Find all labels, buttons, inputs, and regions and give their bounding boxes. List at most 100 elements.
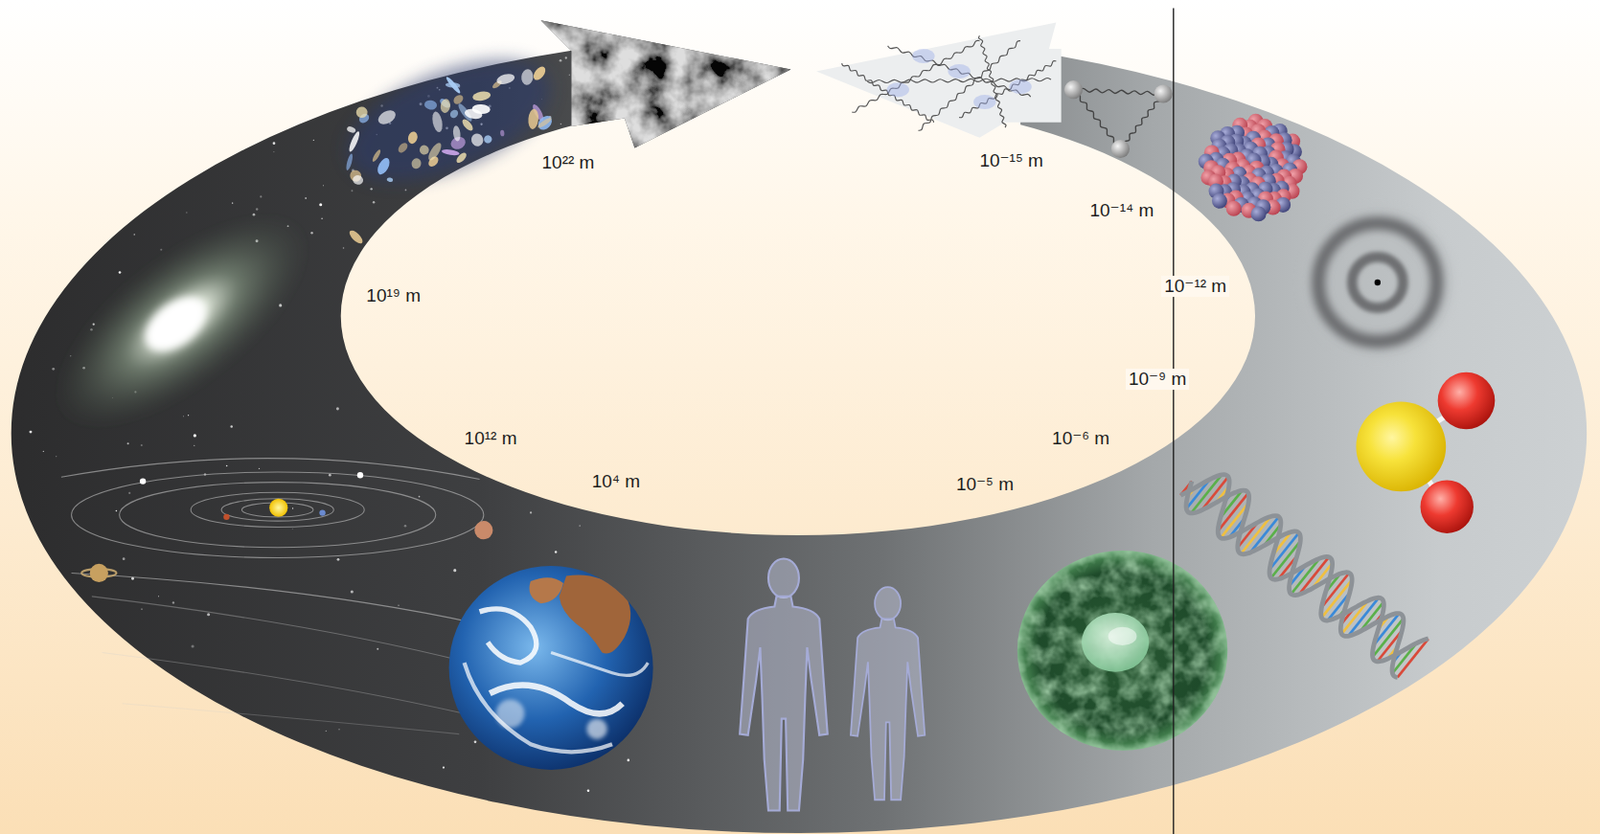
solar-system-part bbox=[102, 652, 465, 714]
nucleon bbox=[1211, 193, 1228, 209]
star bbox=[404, 525, 408, 528]
star bbox=[172, 601, 175, 604]
star bbox=[559, 59, 563, 63]
scale-label: 10²² m bbox=[542, 152, 595, 174]
star bbox=[304, 197, 307, 200]
distant-galaxy bbox=[344, 153, 354, 172]
distant-galaxy bbox=[536, 115, 553, 130]
quark bbox=[1154, 84, 1173, 103]
star bbox=[133, 233, 135, 235]
galaxy-part bbox=[136, 287, 216, 363]
star bbox=[442, 766, 445, 769]
star bbox=[128, 492, 131, 495]
star bbox=[350, 189, 353, 192]
string-blob bbox=[947, 64, 970, 79]
earth bbox=[449, 566, 654, 771]
star bbox=[259, 195, 262, 198]
atom-part bbox=[1374, 279, 1381, 286]
string-blob bbox=[973, 94, 996, 110]
star bbox=[322, 184, 324, 186]
star bbox=[350, 590, 354, 594]
atom-part bbox=[1351, 256, 1403, 308]
earth-part-part bbox=[496, 699, 526, 729]
scale-label: 10⁴ m bbox=[592, 471, 640, 493]
distant-galaxy bbox=[530, 64, 548, 83]
star bbox=[405, 189, 408, 192]
distant-galaxy bbox=[431, 111, 445, 134]
star bbox=[291, 527, 294, 530]
solar-system-part bbox=[71, 572, 480, 624]
star bbox=[560, 123, 563, 126]
distant-galaxy bbox=[375, 107, 398, 127]
distant-galaxy bbox=[495, 71, 516, 86]
distant-galaxy bbox=[452, 125, 461, 142]
star bbox=[255, 207, 258, 210]
gluon-line bbox=[1073, 90, 1120, 150]
human-figures bbox=[739, 559, 925, 812]
star bbox=[554, 550, 557, 553]
human-figures-part bbox=[850, 587, 925, 800]
distant-galaxy bbox=[355, 106, 368, 118]
star bbox=[43, 451, 45, 453]
star bbox=[336, 407, 340, 411]
distant-galaxy bbox=[452, 92, 466, 106]
star bbox=[320, 218, 322, 220]
star bbox=[127, 442, 130, 445]
cell-part-part bbox=[1015, 548, 1231, 754]
cosmic-web-arrow bbox=[530, 15, 797, 154]
star bbox=[140, 444, 143, 447]
star bbox=[160, 249, 162, 252]
distant-galaxy bbox=[472, 90, 492, 102]
solar-system-part bbox=[269, 499, 288, 518]
star bbox=[191, 644, 195, 648]
distant-galaxy bbox=[426, 140, 444, 162]
distant-galaxy bbox=[407, 130, 420, 145]
star bbox=[158, 595, 160, 597]
distant-galaxy bbox=[347, 228, 366, 246]
distant-galaxy bbox=[441, 148, 460, 157]
scale-label: 10⁻⁵ m bbox=[956, 474, 1014, 496]
solar-system-part bbox=[119, 482, 436, 549]
cell-part bbox=[1081, 613, 1149, 673]
star bbox=[187, 414, 189, 416]
star bbox=[182, 415, 184, 418]
star bbox=[372, 201, 375, 204]
galaxy-part bbox=[21, 175, 343, 467]
nucleon bbox=[1251, 205, 1267, 222]
star bbox=[273, 141, 276, 145]
cosmic-web-arrow-part-part bbox=[530, 15, 797, 154]
earth-part bbox=[464, 575, 649, 754]
star bbox=[206, 613, 210, 617]
scale-label: 10⁻¹² m bbox=[1161, 275, 1230, 298]
molecule-part bbox=[1355, 402, 1446, 493]
dna-helix bbox=[1180, 475, 1428, 679]
atom-part bbox=[1302, 206, 1454, 359]
star bbox=[292, 507, 294, 509]
star bbox=[397, 605, 399, 607]
distant-galaxy bbox=[347, 130, 362, 153]
string-blob bbox=[912, 48, 935, 64]
solar-system-part bbox=[223, 514, 229, 521]
solar-system-part bbox=[71, 472, 484, 558]
cell-part bbox=[1108, 627, 1138, 646]
star bbox=[231, 202, 234, 205]
star bbox=[193, 434, 197, 437]
distant-galaxy bbox=[445, 82, 461, 89]
distant-galaxy bbox=[410, 157, 423, 171]
earth-part-part bbox=[550, 652, 648, 676]
distant-galaxy bbox=[482, 134, 493, 144]
cell-part bbox=[1015, 548, 1231, 754]
distant-galaxy bbox=[535, 113, 555, 133]
solar-system-part bbox=[357, 472, 364, 479]
star bbox=[319, 203, 322, 206]
string-arrow-part bbox=[816, 22, 1062, 138]
star bbox=[579, 525, 581, 526]
distant-galaxy bbox=[345, 125, 357, 135]
string-arrow-part bbox=[842, 35, 1057, 131]
star bbox=[342, 247, 345, 250]
cosmic-web-arrow-part bbox=[530, 15, 797, 154]
solar-system-part bbox=[319, 509, 325, 516]
